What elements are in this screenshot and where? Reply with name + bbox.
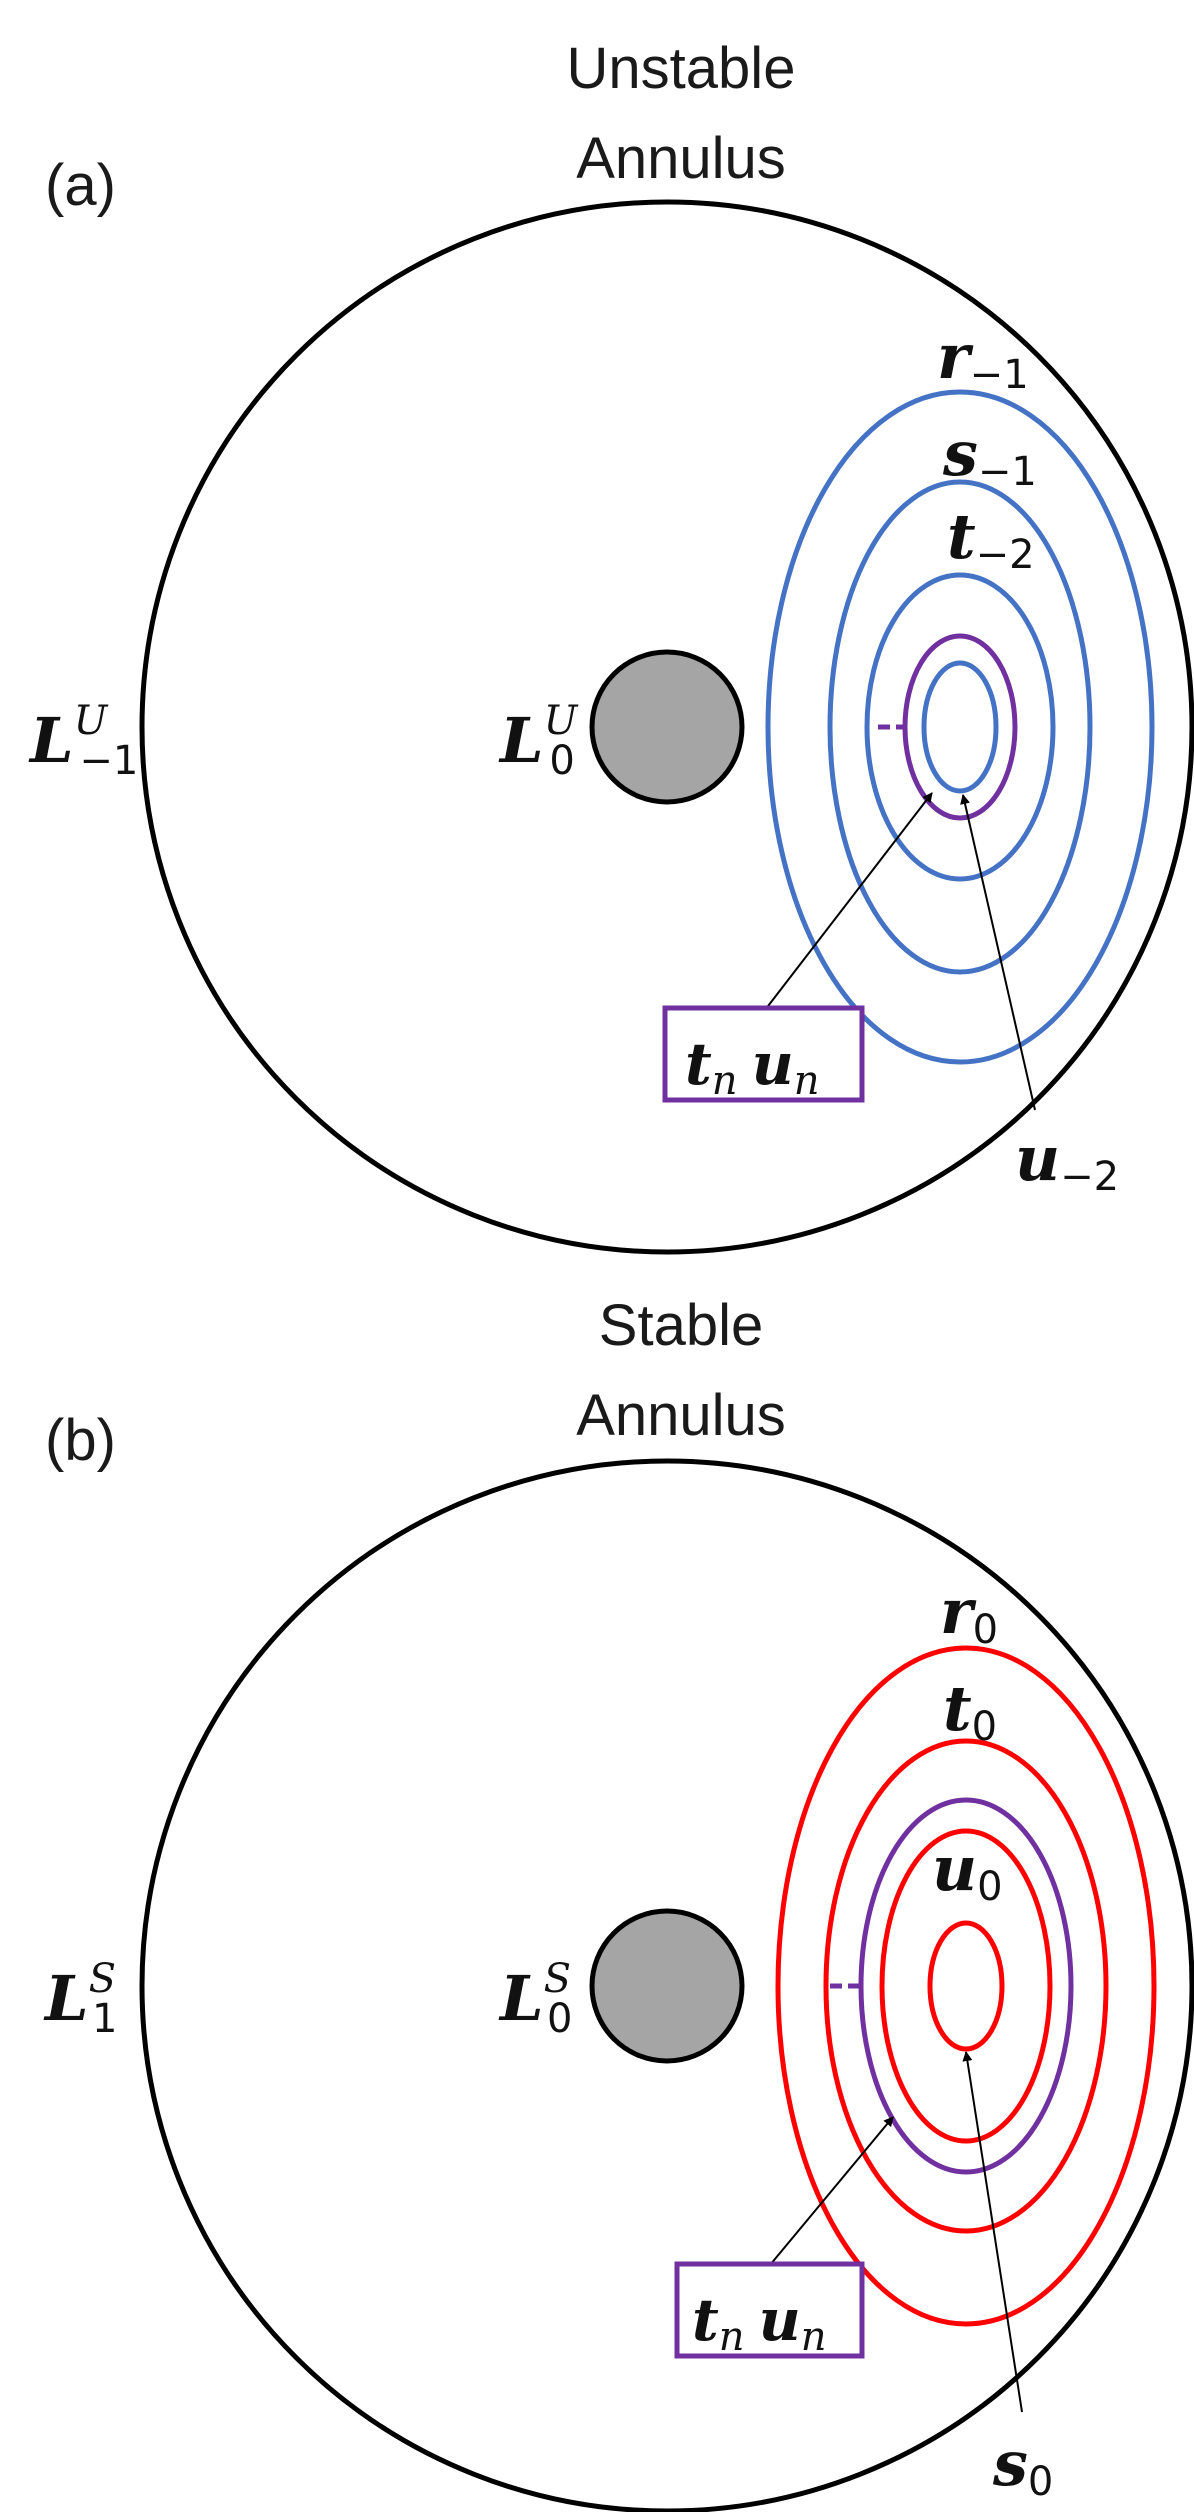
label-r-0: r0 (940, 1575, 998, 1653)
panel-b-label: (b) (45, 1408, 116, 1473)
panel-b-outer-circle (139, 1458, 1194, 2512)
label-r-minus1: r−1 (937, 320, 1029, 398)
panel-a-outer-circle (139, 199, 1194, 1255)
arrow-u-minus2 (960, 794, 1036, 1111)
curve-s-0 (927, 1920, 1005, 2052)
label-s-minus1: s−1 (942, 417, 1037, 495)
arrow-box-a (764, 792, 933, 1011)
panel-a-title-line2: Annulus (576, 126, 786, 191)
panel-b-title-line2: Annulus (576, 1383, 786, 1448)
panel-b-title-line1: Stable (599, 1293, 763, 1358)
panel-a-core-disk (589, 649, 745, 805)
arrow-s-0 (962, 2051, 1023, 2413)
curve-t-0 (823, 1738, 1109, 2234)
label-s-0: s0 (992, 2427, 1053, 2505)
curve-u-0 (879, 1828, 1053, 2144)
panel-a-label: (a) (45, 153, 116, 218)
panel-a-outer-label: LU−1 (28, 698, 138, 784)
arrow-box-b (769, 2116, 894, 2266)
panel-a-tn-un-box (662, 1005, 865, 1103)
label-u-0: u0 (932, 1832, 1003, 1910)
curve-s-minus1 (827, 479, 1093, 975)
curve-t-minus2 (864, 572, 1056, 882)
label-t-0: t0 (943, 1672, 997, 1750)
panel-b-core-disk (589, 1908, 745, 2064)
panel-b-tn-un-box (674, 2261, 865, 2359)
label-u-minus2: u−2 (1015, 1122, 1119, 1200)
curve-r-0 (775, 1645, 1157, 2327)
label-t-minus2: t−2 (947, 500, 1035, 578)
curve-r-minus1 (765, 389, 1155, 1065)
curve-u-minus2 (921, 660, 999, 794)
panel-a-title-line1: Unstable (567, 36, 796, 101)
curve-purple-lobe-b (858, 1797, 1074, 2175)
